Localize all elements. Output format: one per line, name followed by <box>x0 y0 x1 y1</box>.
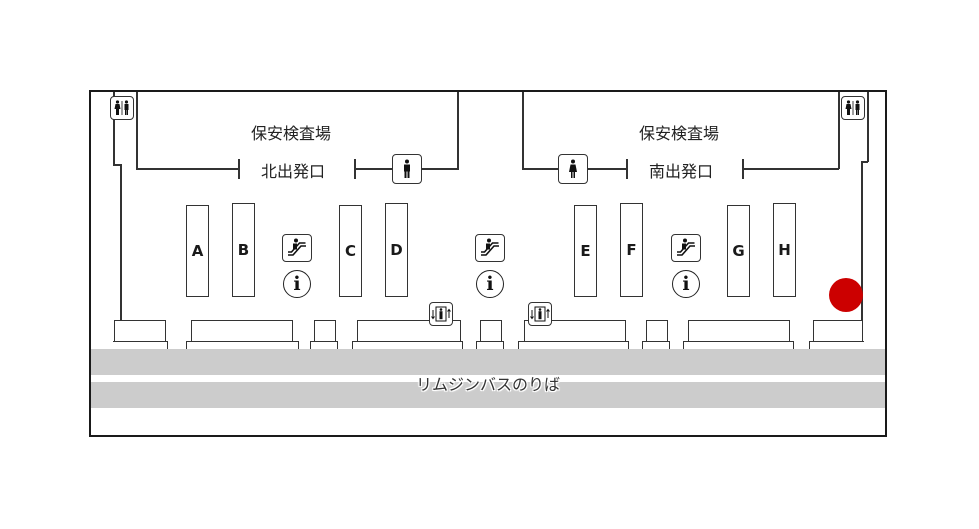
counter-b[interactable]: B <box>232 203 255 297</box>
wall-line <box>861 161 868 163</box>
curbside-base <box>809 341 864 349</box>
counter-f[interactable]: F <box>620 203 643 297</box>
current-location-marker <box>829 278 863 312</box>
wall-line <box>861 161 863 337</box>
security-checkpoint-south-label: 保安検査場 <box>639 124 720 143</box>
wall-line <box>120 164 122 322</box>
restroom-icon[interactable] <box>841 96 865 120</box>
limousine-bus-stop-label: リムジンバスのりば <box>415 375 560 394</box>
counter-h[interactable]: H <box>773 203 796 297</box>
curbside-bay <box>813 320 863 342</box>
information-icon[interactable]: i <box>476 270 504 298</box>
curbside-bay <box>191 320 293 342</box>
gate-marker <box>238 159 240 179</box>
elevator-icon[interactable] <box>429 302 453 326</box>
security-boundary-line <box>522 92 524 169</box>
security-boundary-line <box>588 168 626 170</box>
bus-lane <box>91 349 885 375</box>
escalator-icon[interactable] <box>475 234 505 262</box>
security-checkpoint-north-label: 保安検査場 <box>251 124 332 143</box>
security-boundary-line <box>136 168 239 170</box>
counter-a[interactable]: A <box>186 205 209 297</box>
wall-line <box>867 92 869 162</box>
curbside-bay <box>480 320 502 342</box>
security-boundary-line <box>355 168 393 170</box>
south-departure-gate-label: 南出発口 <box>649 162 714 181</box>
curbside-base <box>476 341 504 349</box>
counter-d[interactable]: D <box>385 203 408 297</box>
counter-c[interactable]: C <box>339 205 362 297</box>
curbside-base <box>186 341 299 349</box>
womens-restroom-icon[interactable] <box>558 154 588 184</box>
bus-lane <box>91 382 885 408</box>
curbside-base <box>113 341 168 349</box>
security-boundary-line <box>522 168 559 170</box>
curbside-bay <box>114 320 166 342</box>
north-departure-gate-label: 北出発口 <box>261 162 326 181</box>
escalator-icon[interactable] <box>671 234 701 262</box>
wall-line <box>113 92 115 164</box>
curbside-bay <box>646 320 668 342</box>
security-boundary-line <box>743 168 839 170</box>
curbside-base <box>310 341 338 349</box>
terminal-floor-map: 保安検査場 北出発口 保安検査場 南出発口 A B C D E F G H i … <box>89 90 887 437</box>
security-boundary-line <box>136 92 138 169</box>
curbside-base <box>683 341 794 349</box>
information-icon[interactable]: i <box>672 270 700 298</box>
elevator-icon[interactable] <box>528 302 552 326</box>
security-boundary-line <box>422 168 459 170</box>
wall-line <box>113 164 121 166</box>
counter-g[interactable]: G <box>727 205 750 297</box>
gate-marker <box>626 159 628 179</box>
counter-e[interactable]: E <box>574 205 597 297</box>
information-icon[interactable]: i <box>283 270 311 298</box>
mens-restroom-icon[interactable] <box>392 154 422 184</box>
curbside-base <box>642 341 670 349</box>
security-boundary-line <box>838 92 840 169</box>
escalator-icon[interactable] <box>282 234 312 262</box>
restroom-icon[interactable] <box>110 96 134 120</box>
curbside-bay <box>688 320 790 342</box>
curbside-base <box>518 341 629 349</box>
curbside-base <box>352 341 463 349</box>
security-boundary-line <box>457 92 459 169</box>
curbside-bay <box>314 320 336 342</box>
